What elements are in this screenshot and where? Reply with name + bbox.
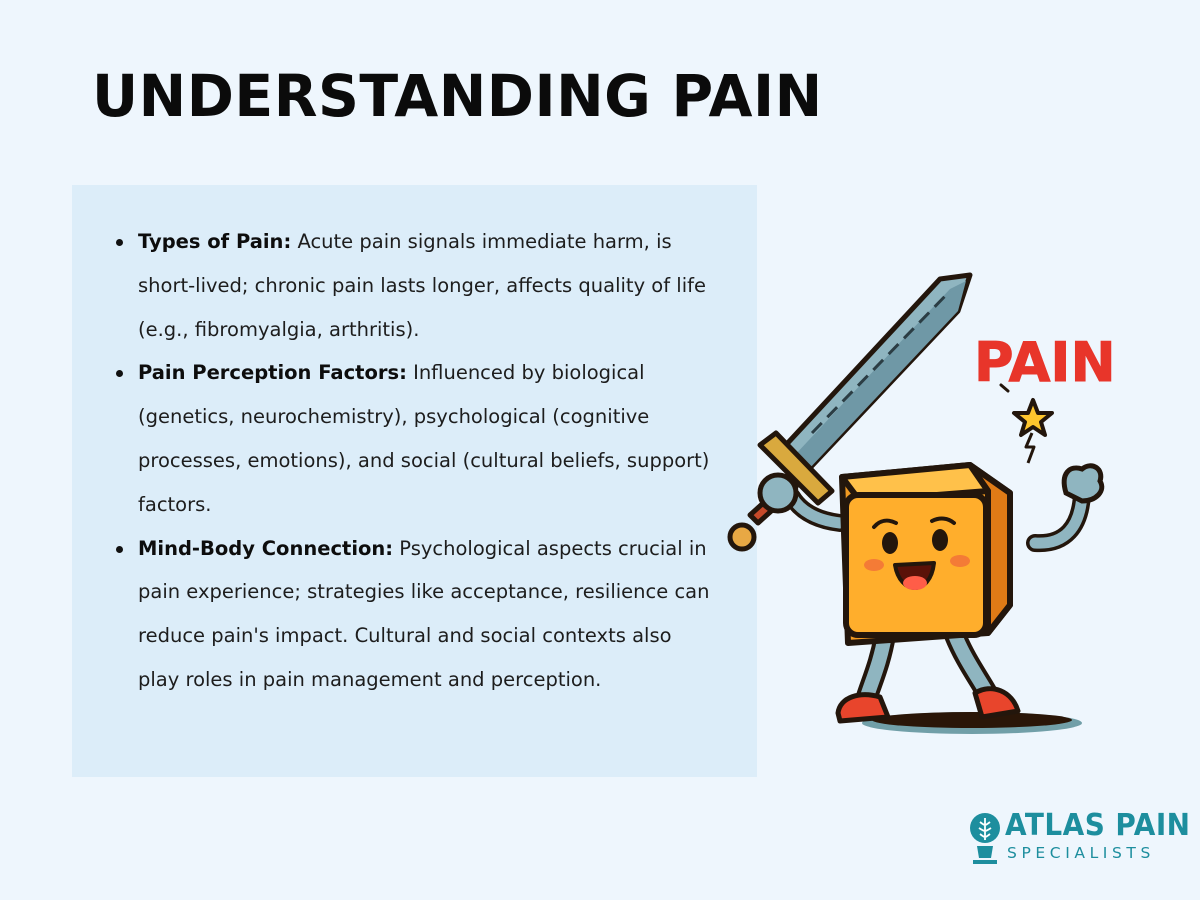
pain-facts-list: Types of Pain: Acute pain signals immedi…	[112, 220, 712, 702]
pain-cube-sword-icon: PAIN	[727, 272, 1116, 734]
list-item: Mind-Body Connection: Psychological aspe…	[112, 527, 712, 702]
list-item: Pain Perception Factors: Influenced by b…	[112, 351, 712, 526]
list-item-text: Acute pain signals immediate harm, is sh…	[138, 230, 706, 341]
pain-illustration-caption: PAIN	[974, 331, 1116, 394]
list-item-text: Influenced by biological (genetics, neur…	[138, 361, 710, 516]
list-item-term: Types of Pain:	[138, 230, 292, 253]
list-item-term: Pain Perception Factors:	[138, 361, 407, 385]
logo-subtitle: SPECIALISTS	[1007, 844, 1155, 862]
company-logo: ATLAS PAIN SPECIALISTS	[965, 808, 1190, 870]
info-panel	[72, 185, 757, 777]
list-item: Types of Pain: Acute pain signals immedi…	[112, 220, 712, 351]
list-item-term: Mind-Body Connection:	[138, 536, 394, 560]
logo-name: ATLAS PAIN	[1005, 808, 1191, 843]
page-title: UNDERSTANDING PAIN	[92, 62, 823, 130]
atlas-medical-icon	[970, 813, 1000, 864]
list-item-text: Psychological aspects crucial in pain ex…	[138, 536, 710, 691]
